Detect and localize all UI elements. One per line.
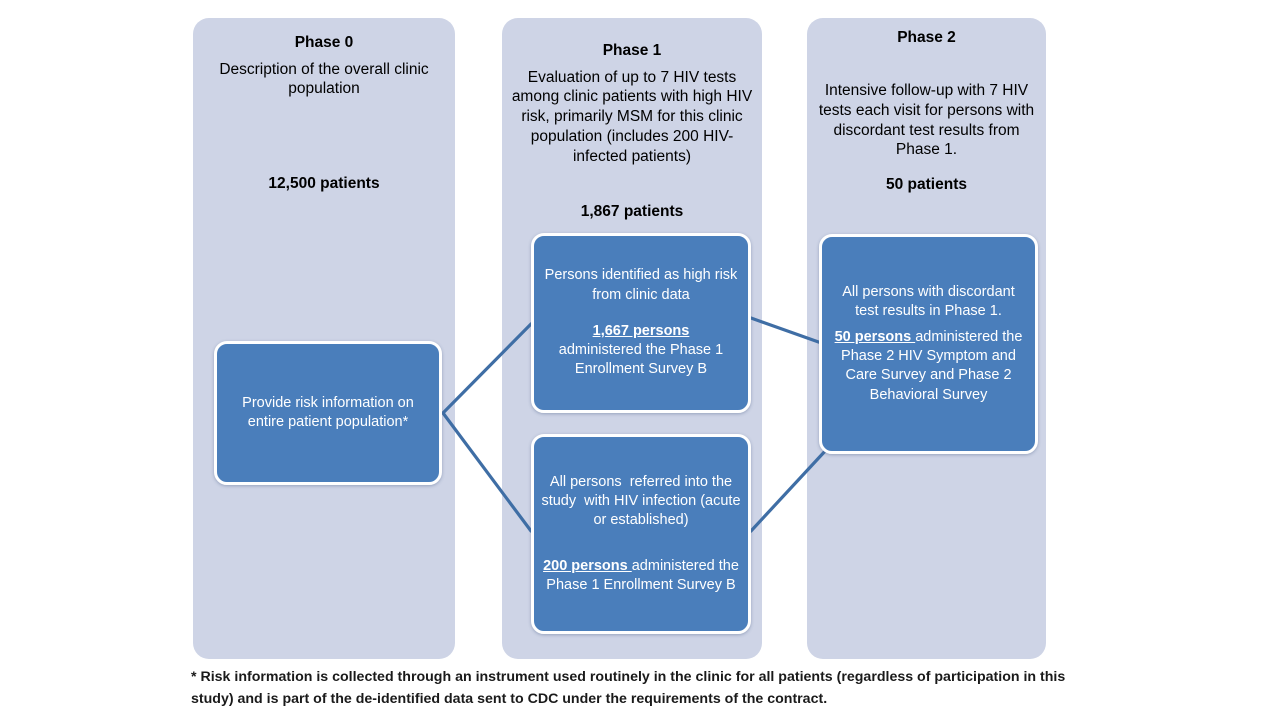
phase-2-description: Intensive follow-up with 7 HIV tests eac… xyxy=(818,82,1035,159)
phase-2-description-wrap: Intensive follow-up with 7 HIV tests eac… xyxy=(807,81,1046,160)
phase-2-discordant-line2: 50 persons administered the Phase 2 HIV … xyxy=(822,328,1035,405)
phase-1-count: 1,867 patients xyxy=(580,203,684,220)
phase-1-count-wrap: 1,867 patients xyxy=(502,203,762,222)
phase-1-referred-line2: 200 persons administered the Phase 1 Enr… xyxy=(534,557,748,596)
phase-0-title: Phase 0 xyxy=(294,34,354,51)
footnote: * Risk information is collected through … xyxy=(191,669,1066,707)
phase-2-header: Phase 2 xyxy=(807,29,1046,48)
phase-2-count: 50 patients xyxy=(886,176,967,193)
phase-1-title: Phase 1 xyxy=(602,42,662,59)
phase-1-highrisk-line1: Persons identified as high risk from cli… xyxy=(544,267,742,303)
phase-2-discordant-box[interactable]: All persons with discordant test results… xyxy=(819,234,1038,454)
phase-1-header: Phase 1 Evaluation of up to 7 HIV tests … xyxy=(502,42,762,167)
phase-0-count-wrap: 12,500 patients xyxy=(193,175,455,194)
phase-0-header: Phase 0 Description of the overall clini… xyxy=(193,34,455,99)
phase-0-action-text: Provide risk information on entire patie… xyxy=(242,394,418,430)
phase-1-referred-line1: All persons referred into the study with… xyxy=(541,473,745,529)
phase-2-discordant-line1: All persons with discordant test results… xyxy=(842,284,1019,320)
phase-1-highrisk-line2: administered the Phase 1 xyxy=(558,342,724,359)
phase-0-description: Description of the overall clinic popula… xyxy=(219,60,429,98)
phase-0-action-box[interactable]: Provide risk information on entire patie… xyxy=(214,341,442,485)
phase-1-referred-line2-rest: administered the Phase 1 Enrollment Surv… xyxy=(546,557,743,593)
phase-0-panel: Phase 0 Description of the overall clini… xyxy=(193,18,455,659)
phase-1-description: Evaluation of up to 7 HIV tests among cl… xyxy=(511,68,753,165)
phase-1-referred-count: 200 persons xyxy=(543,557,632,574)
phase-2-count-wrap: 50 patients xyxy=(807,176,1046,195)
phase-2-discordant-line2-rest: administered the Phase 2 HIV Symptom and… xyxy=(841,328,1027,403)
phase-1-highrisk-emphasis: 1,667 persons xyxy=(586,322,697,341)
phase-1-referred-box[interactable]: All persons referred into the study with… xyxy=(531,434,751,634)
phase-1-highrisk-box[interactable]: Persons identified as high risk from cli… xyxy=(531,233,751,413)
phase-0-count: 12,500 patients xyxy=(268,175,380,192)
phase-1-highrisk-line3: Enrollment Survey B xyxy=(574,361,708,378)
phase-2-discordant-count: 50 persons xyxy=(834,328,916,345)
phase-2-title: Phase 2 xyxy=(897,29,956,46)
phase-1-highrisk-count: 1,667 persons xyxy=(592,322,690,339)
